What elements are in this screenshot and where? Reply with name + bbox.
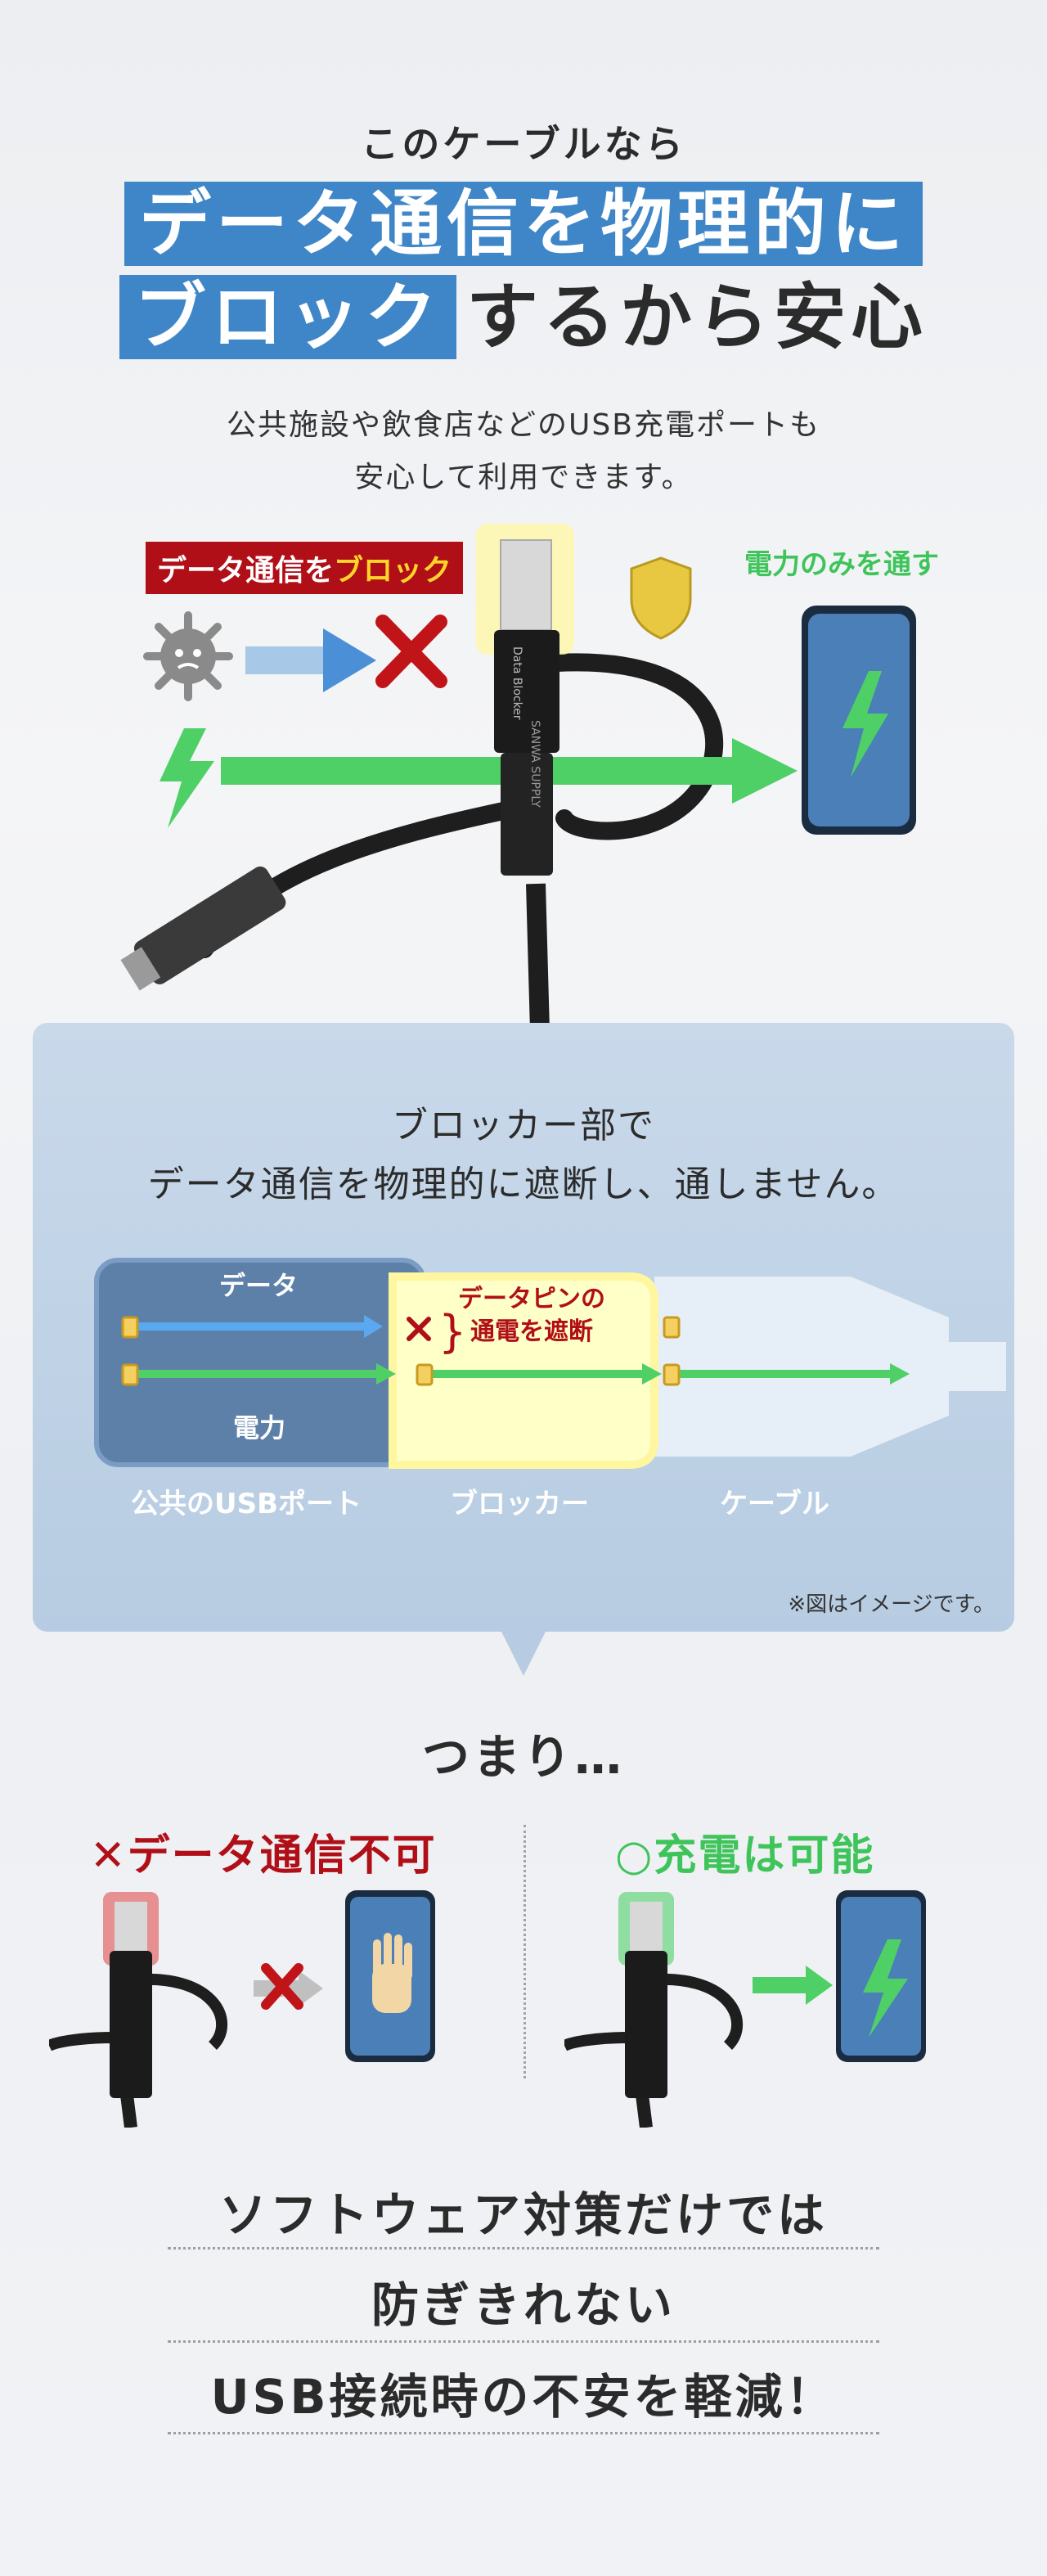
image-footnote: ※図はイメージです。 (788, 1592, 995, 1617)
charge-ok-text: 充電は可能 (654, 1831, 875, 1880)
diagram-data-label: データ (219, 1270, 299, 1301)
cable-down (526, 883, 550, 1032)
bottom-line-2: 防ぎきれない (371, 2277, 676, 2333)
panel-title-line-1: ブロッカー部で (392, 1105, 655, 1146)
pins (121, 1316, 681, 1386)
label-blocker: ブロッカー (450, 1488, 589, 1520)
intro-subtitle: このケーブルなら (361, 122, 686, 166)
blocker-body (494, 630, 559, 753)
no-data-text: データ通信不可 (127, 1831, 437, 1880)
cable-loop (547, 653, 724, 840)
shield-icon (630, 556, 692, 640)
cable-shape (654, 1277, 949, 1457)
no-data-title: ✕データ通信不可 (90, 1821, 437, 1882)
block-tag-text-b: ブロック (334, 554, 452, 588)
virus-icon (143, 611, 233, 701)
description-line-1: 公共施設や飲食店などのUSB充電ポートも (227, 408, 820, 442)
hero-illustration: Data Blocker SANWA SUPPLY データ通信をブロック 電力の… (0, 524, 1047, 1032)
panel-pointer (501, 1630, 546, 1676)
block-x-icon (375, 615, 447, 688)
charge-arrow (753, 1977, 810, 1993)
power-line-cable (679, 1370, 892, 1378)
brand-text: SANWA SUPPLY (528, 720, 541, 808)
headline-highlight-1: データ通信を物理的に (124, 182, 923, 266)
headline-highlight-2: ブロック (119, 275, 456, 359)
power-line-blocker (432, 1370, 645, 1378)
blocker-strain-relief (501, 753, 553, 876)
pin-note-line-2: 通電を遮断 (470, 1317, 593, 1346)
headline-line-1: データ通信を物理的に (0, 182, 1047, 267)
divider-3 (168, 2432, 879, 2434)
bottom-line-3: USB接続時の不安を軽減！ (210, 2369, 837, 2425)
divider-1 (168, 2247, 879, 2249)
summary-divider (524, 1825, 526, 2078)
description: 公共施設や飲食店などのUSB充電ポートも 安心して利用できます。 (0, 399, 1047, 504)
power-line-port (137, 1370, 380, 1378)
diagram-power-label: 電力 (233, 1412, 286, 1443)
cable-charging (625, 1951, 667, 2098)
charge-ok-illustration (564, 1890, 926, 2128)
charge-ok-title: ○充電は可能 (615, 1821, 874, 1882)
description-line-2: 安心して利用できます。 (354, 461, 693, 494)
plug-text: Data Blocker (510, 646, 524, 720)
panel-title-line-2: データ通信を物理的に遮断し、通しません。 (147, 1164, 900, 1205)
block-tag: データ通信をブロック (146, 542, 464, 594)
no-data-x-icon (261, 1963, 303, 2010)
data-arrow-body (245, 646, 327, 674)
blocker-small (120, 866, 286, 991)
headline-line-2: ブロックするから安心 (0, 275, 1047, 360)
power-arrow-body (221, 757, 736, 785)
cable-blocked (110, 1951, 152, 2098)
summary-lead: つまり… (421, 1729, 625, 1785)
divider-2 (168, 2340, 879, 2343)
hero-svg: Data Blocker SANWA SUPPLY (120, 524, 916, 1032)
lightning-icon (160, 728, 214, 828)
headline-rest: するから安心 (466, 275, 928, 359)
pin-note-line-1: データピンの (458, 1285, 605, 1313)
block-tag-text-a: データ通信を (157, 554, 335, 588)
data-line (137, 1322, 366, 1331)
pin-block-x-icon (407, 1317, 431, 1341)
blocker-explanation-panel: ブロッカー部で データ通信を物理的に遮断し、通しません。 (33, 1023, 1014, 1632)
panel-title: ブロッカー部で データ通信を物理的に遮断し、通しません。 (33, 1097, 1014, 1214)
charge-ok-mark: ○ (615, 1831, 654, 1880)
no-data-mark: ✕ (90, 1831, 128, 1880)
usb-a-plug (500, 539, 552, 631)
no-data-illustration (49, 1890, 435, 2128)
power-arrow-head (732, 738, 798, 804)
label-public-port: 公共のUSBポート (131, 1488, 362, 1520)
data-arrow-head (323, 628, 376, 692)
bottom-line-1: ソフトウェア対策だけでは (218, 2187, 828, 2243)
blocker-diagram: } (94, 1258, 1006, 1469)
pin-note: データピンの 通電を遮断 (458, 1283, 605, 1349)
label-cable: ケーブル (720, 1488, 829, 1520)
phone-lightning-icon (843, 671, 888, 777)
phone-lightning-icon-right (863, 1939, 908, 2038)
power-only-label: 電力のみを通す (744, 548, 939, 581)
brace-icon: } (438, 1306, 466, 1358)
stop-hand-icon (372, 1933, 412, 2013)
